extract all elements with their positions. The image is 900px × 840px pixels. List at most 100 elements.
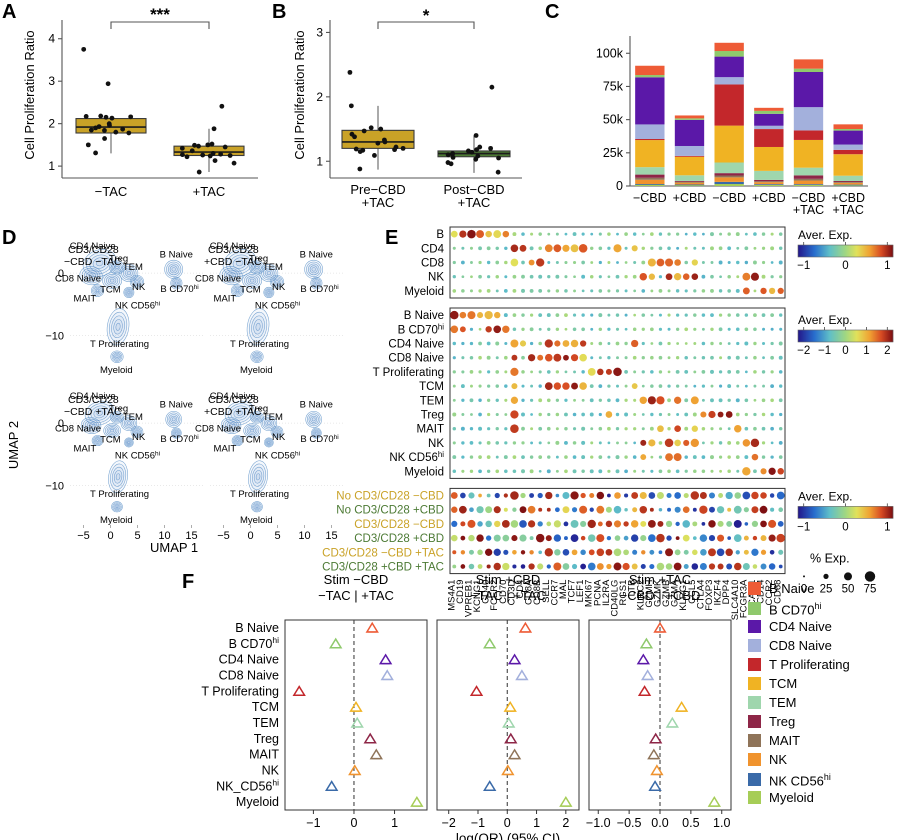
svg-text:+CBD: +CBD [831,191,865,205]
svg-text:CD14: CD14 [756,580,767,604]
svg-text:CTLA4: CTLA4 [695,580,706,610]
svg-text:−5: −5 [217,530,230,542]
panel-e-letter: E [385,227,399,249]
svg-text:−2: −2 [797,345,810,357]
svg-text:1: 1 [391,816,398,830]
svg-text:MAL: MAL [558,580,569,600]
svg-text:CD40LG: CD40LG [610,580,621,617]
svg-text:0: 0 [247,530,253,542]
svg-text:1: 1 [316,154,323,168]
svg-text:CD3D: CD3D [506,579,517,605]
svg-text:75k: 75k [603,79,624,93]
svg-text:CD4 Naive: CD4 Naive [210,241,256,252]
legend-label: NK CD56hi [769,772,831,789]
svg-text:NK: NK [132,432,146,443]
svg-text:NK: NK [132,282,146,293]
svg-text:−CBD: −CBD [633,191,667,205]
svg-text:CD3/CD28 −CBD +TAC: CD3/CD28 −CBD +TAC [322,547,444,559]
legend-item-b-naive: B Naive [748,578,898,597]
legend-label: NK [769,752,788,768]
svg-text:NK CD56hi: NK CD56hi [255,450,300,462]
svg-text:Myeloid: Myeloid [240,515,273,526]
svg-text:B Naive: B Naive [404,310,444,322]
svg-text:NK CD56hi: NK CD56hi [115,300,160,312]
svg-text:MAIT: MAIT [214,444,237,455]
svg-text:0: 0 [842,521,848,533]
svg-text:2: 2 [316,90,323,104]
svg-text:+TAC: +TAC [832,203,863,217]
legend-swatch [748,582,761,596]
svg-text:NK: NK [272,282,286,293]
svg-text:15: 15 [185,530,197,542]
svg-text:CD8 Naive: CD8 Naive [195,274,241,285]
svg-text:1: 1 [48,159,55,173]
svg-text:25k: 25k [603,146,624,160]
svg-text:NK CD56hi: NK CD56hi [255,300,300,312]
svg-text:SLC4A10: SLC4A10 [730,580,741,621]
svg-text:B: B [436,229,444,241]
legend-label: Myeloid [769,790,814,806]
svg-text:1.0: 1.0 [713,816,730,830]
svg-text:MAIT: MAIT [74,294,97,305]
svg-text:MAIT: MAIT [74,444,97,455]
legend-item-mait: MAIT [748,730,898,749]
svg-text:50: 50 [842,583,855,595]
svg-text:CD8 Naive: CD8 Naive [219,668,279,682]
svg-text:B CD70hi: B CD70hi [300,434,338,446]
svg-text:CD8 Naive: CD8 Naive [55,274,101,285]
svg-text:−CBD −TAC: −CBD −TAC [64,256,122,268]
svg-text:KLRG1: KLRG1 [678,580,689,611]
legend-item-cd8-naive: CD8 Naive [748,635,898,654]
legend-item-tem: TEM [748,692,898,711]
svg-text:−1: −1 [797,521,810,533]
svg-text:T Proliferating: T Proliferating [230,489,289,500]
svg-text:TEM: TEM [123,262,143,273]
svg-text:5: 5 [274,530,280,542]
svg-text:0: 0 [504,816,511,830]
svg-text:B Naive: B Naive [235,621,279,635]
svg-text:KLRC2: KLRC2 [635,580,646,611]
svg-text:CD70: CD70 [498,580,509,604]
panel-d-letter: D [2,227,17,249]
svg-text:MS4A1: MS4A1 [446,580,457,611]
svg-text:1: 1 [884,260,890,272]
svg-text:CCR7: CCR7 [549,580,560,606]
svg-text:CD3/CD28: CD3/CD28 [68,244,119,256]
svg-text:Post−CBD: Post−CBD [443,182,504,197]
svg-text:NK: NK [272,432,286,443]
svg-text:Treg: Treg [254,732,279,746]
svg-text:0: 0 [350,816,357,830]
svg-text:10: 10 [298,530,310,542]
svg-text:SELL: SELL [541,580,552,603]
svg-text:B Naive: B Naive [300,249,333,260]
legend-label: Treg [769,714,796,730]
svg-text:TCF7: TCF7 [567,580,578,604]
svg-text:+TAC: +TAC [362,195,395,210]
svg-text:CD3/CD28 +CBD: CD3/CD28 +CBD [354,533,444,545]
svg-text:CD40: CD40 [481,580,492,604]
svg-text:−10: −10 [45,481,64,493]
svg-text:15: 15 [325,530,337,542]
legend-item-b-cd70hi: B CD70hi [748,597,898,617]
svg-text:1: 1 [884,521,890,533]
svg-text:LEF1: LEF1 [575,580,586,603]
svg-text:B CD70hi: B CD70hi [160,284,198,296]
svg-text:−1.0: −1.0 [586,816,611,830]
svg-text:−CBD | +CBD: −CBD | +CBD [620,588,701,603]
svg-text:CD4: CD4 [515,580,526,599]
svg-text:3: 3 [316,25,323,39]
svg-text:−1: −1 [797,260,810,272]
svg-text:Myeloid: Myeloid [404,286,444,298]
svg-text:NK: NK [428,272,444,284]
svg-text:0.0: 0.0 [651,816,668,830]
legend-swatch [748,696,761,710]
svg-text:Myeloid: Myeloid [240,365,273,376]
legend-swatch [748,639,761,653]
svg-text:1: 1 [863,345,869,357]
svg-text:CD4 Naive: CD4 Naive [70,391,116,402]
svg-text:Stim −CBD: Stim −CBD [324,572,389,587]
svg-text:−CBD: −CBD [712,191,746,205]
svg-text:FCER2: FCER2 [489,580,500,611]
svg-text:CD3/CD28: CD3/CD28 [68,394,119,406]
svg-text:No CD3/CD28 +CBD: No CD3/CD28 +CBD [336,505,444,517]
